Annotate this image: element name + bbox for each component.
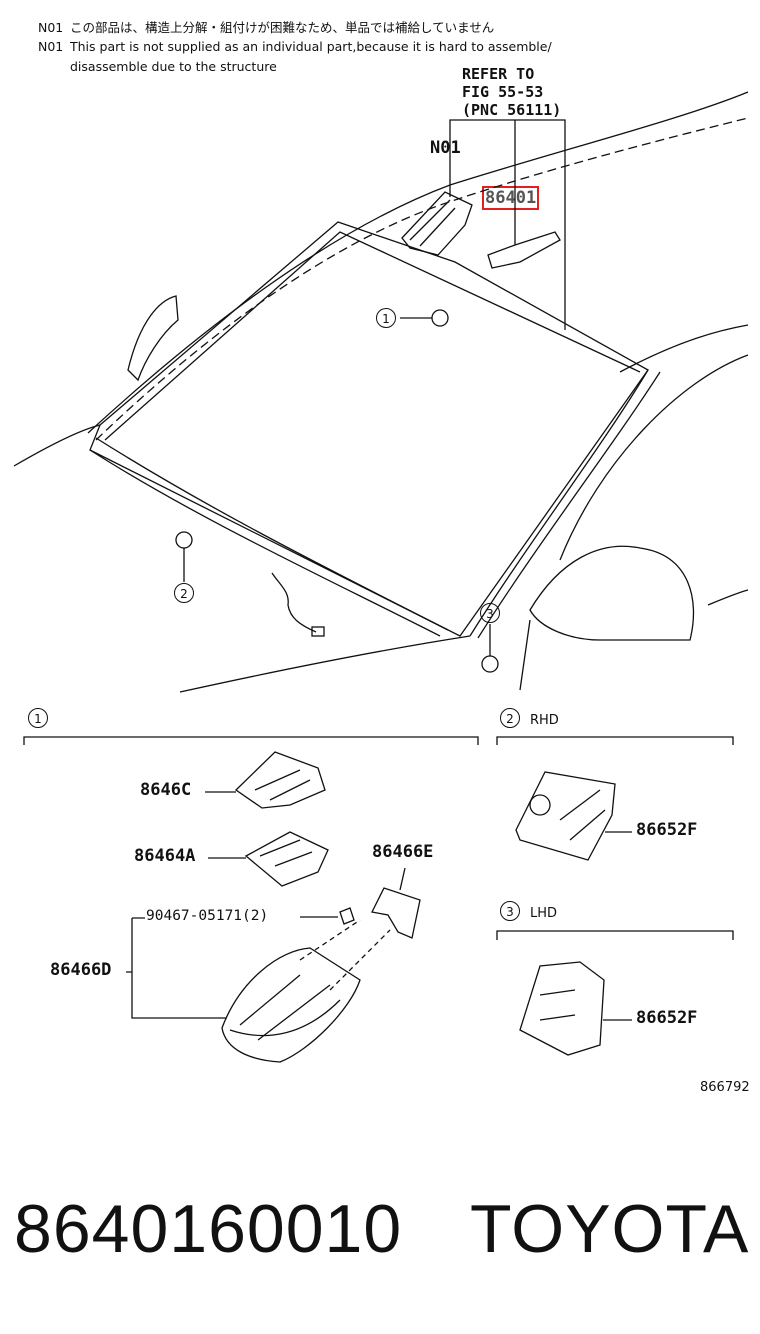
- callout-1-target: [431, 309, 449, 327]
- note-code: N01: [38, 20, 64, 35]
- part-label-86652F-lhd[interactable]: 86652F: [636, 1008, 698, 1028]
- hood-line: [179, 635, 471, 693]
- right-roof-line: [619, 324, 749, 373]
- part-86401-drawing: [487, 231, 561, 269]
- part-86652F-rhd-detail: [559, 789, 606, 841]
- figure-number: 866792: [700, 1080, 750, 1095]
- note-code: N01: [38, 39, 64, 54]
- part-86466D-detail: [229, 974, 341, 1041]
- part-label-86466E[interactable]: 86466E: [372, 842, 434, 862]
- right-pillar-curve: [559, 354, 749, 561]
- part-label-86464A[interactable]: 86464A: [134, 846, 196, 866]
- roof-dashed-line: [95, 117, 749, 441]
- mount-bracket-n01: [401, 191, 473, 256]
- note-english-continued: disassemble due to the structure: [38, 59, 277, 74]
- part-86652F-rhd-drawing: [515, 771, 616, 861]
- leader-86466E: [399, 867, 406, 891]
- leader-86466D-bracket: [126, 917, 226, 1019]
- section-2-badge: 2: [500, 708, 520, 728]
- note-english: N01 This part is not supplied as an indiv…: [38, 39, 552, 54]
- part-label-90467-05171[interactable]: 90467-05171(2): [146, 908, 269, 924]
- highlighted-part-86401[interactable]: 86401: [482, 186, 540, 210]
- clip-90467-drawing: [339, 907, 355, 925]
- refer-line-2: FIG 55-53: [462, 83, 544, 101]
- right-door-line: [707, 589, 749, 606]
- callout-3-target: [481, 655, 499, 673]
- assembly-dashed-lines: [299, 919, 391, 991]
- part-86652F-lhd-drawing: [519, 961, 605, 1056]
- note-text: disassemble due to the structure: [70, 59, 277, 74]
- callout-2-target: [175, 531, 193, 549]
- left-body-line: [13, 424, 101, 467]
- refer-leader: [449, 119, 566, 330]
- note-text: This part is not supplied as an individu…: [70, 39, 552, 54]
- a-pillar-right: [469, 369, 649, 637]
- part-label-86466D[interactable]: 86466D: [50, 960, 112, 980]
- note-text: この部品は、構造上分解・組付けが困難なため、単品では補給していません: [70, 20, 495, 35]
- part-86652F-lhd-detail: [539, 989, 576, 1021]
- section-1-bracket: [23, 736, 479, 745]
- harness-connector: [311, 626, 325, 637]
- section-3-lhd: LHD: [530, 906, 558, 921]
- section-1-badge: 1: [28, 708, 48, 728]
- footer-brand: TOYOTA: [470, 1191, 750, 1267]
- refer-line-1: REFER TO: [462, 65, 535, 83]
- section-2-bracket: [496, 736, 734, 745]
- part-86466E-drawing: [371, 887, 421, 939]
- part-86652F-rhd-lens: [529, 794, 551, 816]
- a-pillar-right-outer: [477, 371, 661, 639]
- left-mirror: [127, 295, 179, 382]
- hood-line-right: [519, 619, 531, 691]
- footer-part-number: 8640160010: [14, 1191, 403, 1267]
- part-86464A-detail: [259, 839, 313, 867]
- section-3-badge: 3: [500, 901, 520, 921]
- roof-edge-line: [87, 91, 749, 434]
- windshield-bottom: [89, 449, 441, 637]
- part-label-86652F-rhd[interactable]: 86652F: [636, 820, 698, 840]
- callout-3: 3: [480, 603, 500, 623]
- part-8646C-detail: [254, 769, 311, 801]
- windshield-outline: [89, 221, 649, 637]
- part-8646C-drawing: [234, 751, 326, 809]
- refer-line-3: (PNC 56111): [462, 101, 562, 119]
- windshield-top-inner: [104, 231, 641, 441]
- callout-2: 2: [174, 583, 194, 603]
- windshield-bottom-inner: [95, 437, 449, 631]
- harness-wire: [271, 572, 317, 633]
- note-japanese: N01 この部品は、構造上分解・組付けが困難なため、単品では補給していません: [38, 20, 494, 35]
- part-label-8646C[interactable]: 8646C: [140, 780, 192, 800]
- section-3-bracket: [496, 930, 734, 940]
- right-mirror: [529, 545, 695, 641]
- part-86466D-drawing: [221, 947, 361, 1063]
- mount-bracket-detail: [409, 199, 456, 247]
- part-86464A-drawing: [244, 831, 329, 887]
- callout-1: 1: [376, 308, 396, 328]
- section-2-rhd: RHD: [530, 713, 559, 728]
- label-n01: N01: [430, 138, 461, 158]
